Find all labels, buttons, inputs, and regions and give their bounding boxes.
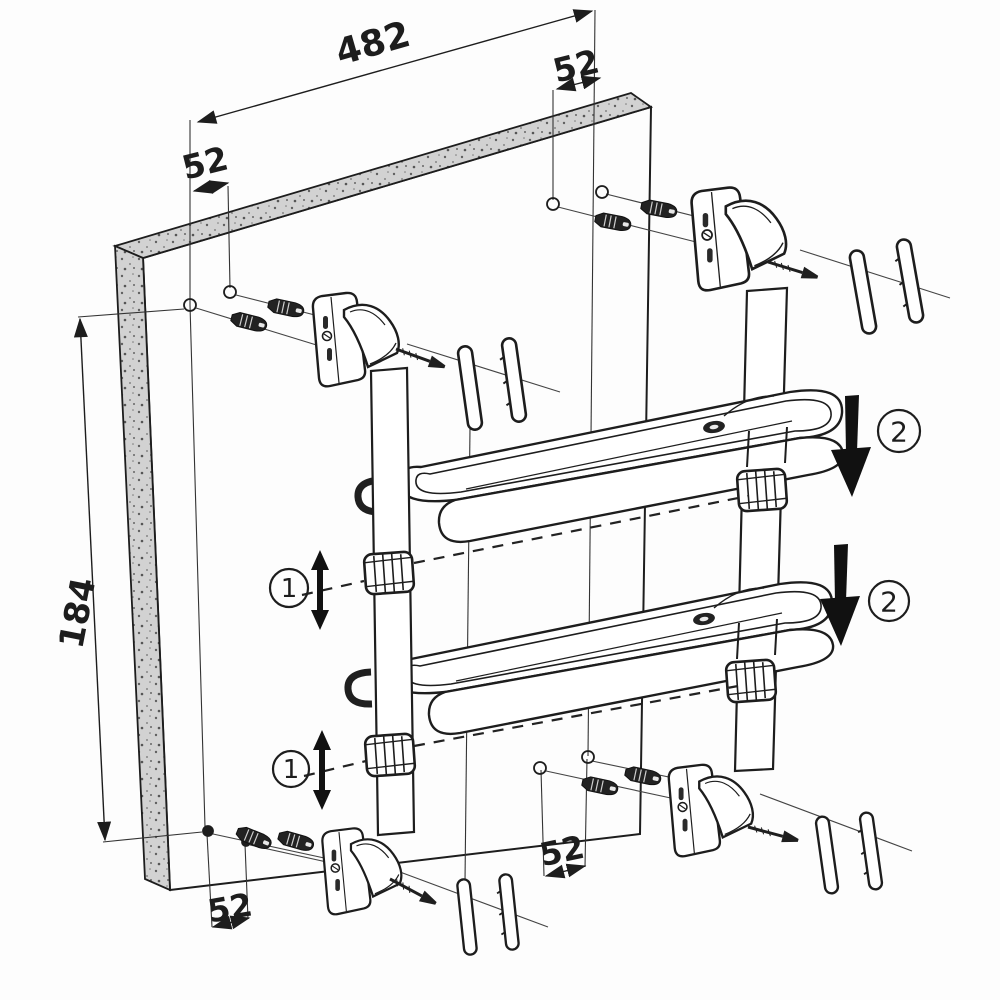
cover-cap (847, 248, 879, 336)
dim-top-left-offset-label: 52 (178, 139, 232, 188)
step2-marker-lower: 2 (820, 544, 911, 646)
wall-left-edge (114, 244, 171, 892)
height-alignment-dashed-lines (301, 494, 749, 778)
step2-label: 2 (890, 416, 908, 449)
adjustment-collar (363, 732, 417, 778)
step1-label: 1 (283, 755, 300, 785)
cover-cap (455, 877, 479, 957)
adjustment-collar (724, 658, 778, 704)
dim-top-right-offset-label: 52 (549, 42, 603, 91)
adjustment-collar (362, 550, 416, 596)
left-pole (369, 366, 416, 837)
step2-label: 2 (880, 586, 898, 619)
fixing-screw (764, 254, 821, 285)
dim-bottom-left-offset-label: 52 (205, 885, 255, 930)
extension-lines (77, 9, 596, 928)
step2-marker-upper: 2 (831, 395, 922, 497)
dim-side-height-label: 184 (52, 574, 105, 651)
step1-marker-lower: 1 (271, 730, 331, 810)
step1-label: 1 (281, 574, 298, 604)
adjustment-collar (735, 467, 789, 513)
mounting-bracket-top-right (690, 186, 788, 292)
dimension-lines (73, 9, 602, 930)
dim-bottom-middle-offset-label: 52 (536, 828, 587, 874)
mounting-bracket-bottom-right (667, 763, 755, 858)
cover-cap (854, 810, 884, 892)
step1-marker-upper: 1 (268, 550, 329, 630)
fixing-screw (744, 819, 802, 848)
cover-cap (494, 872, 521, 952)
cover-cap (814, 814, 840, 896)
